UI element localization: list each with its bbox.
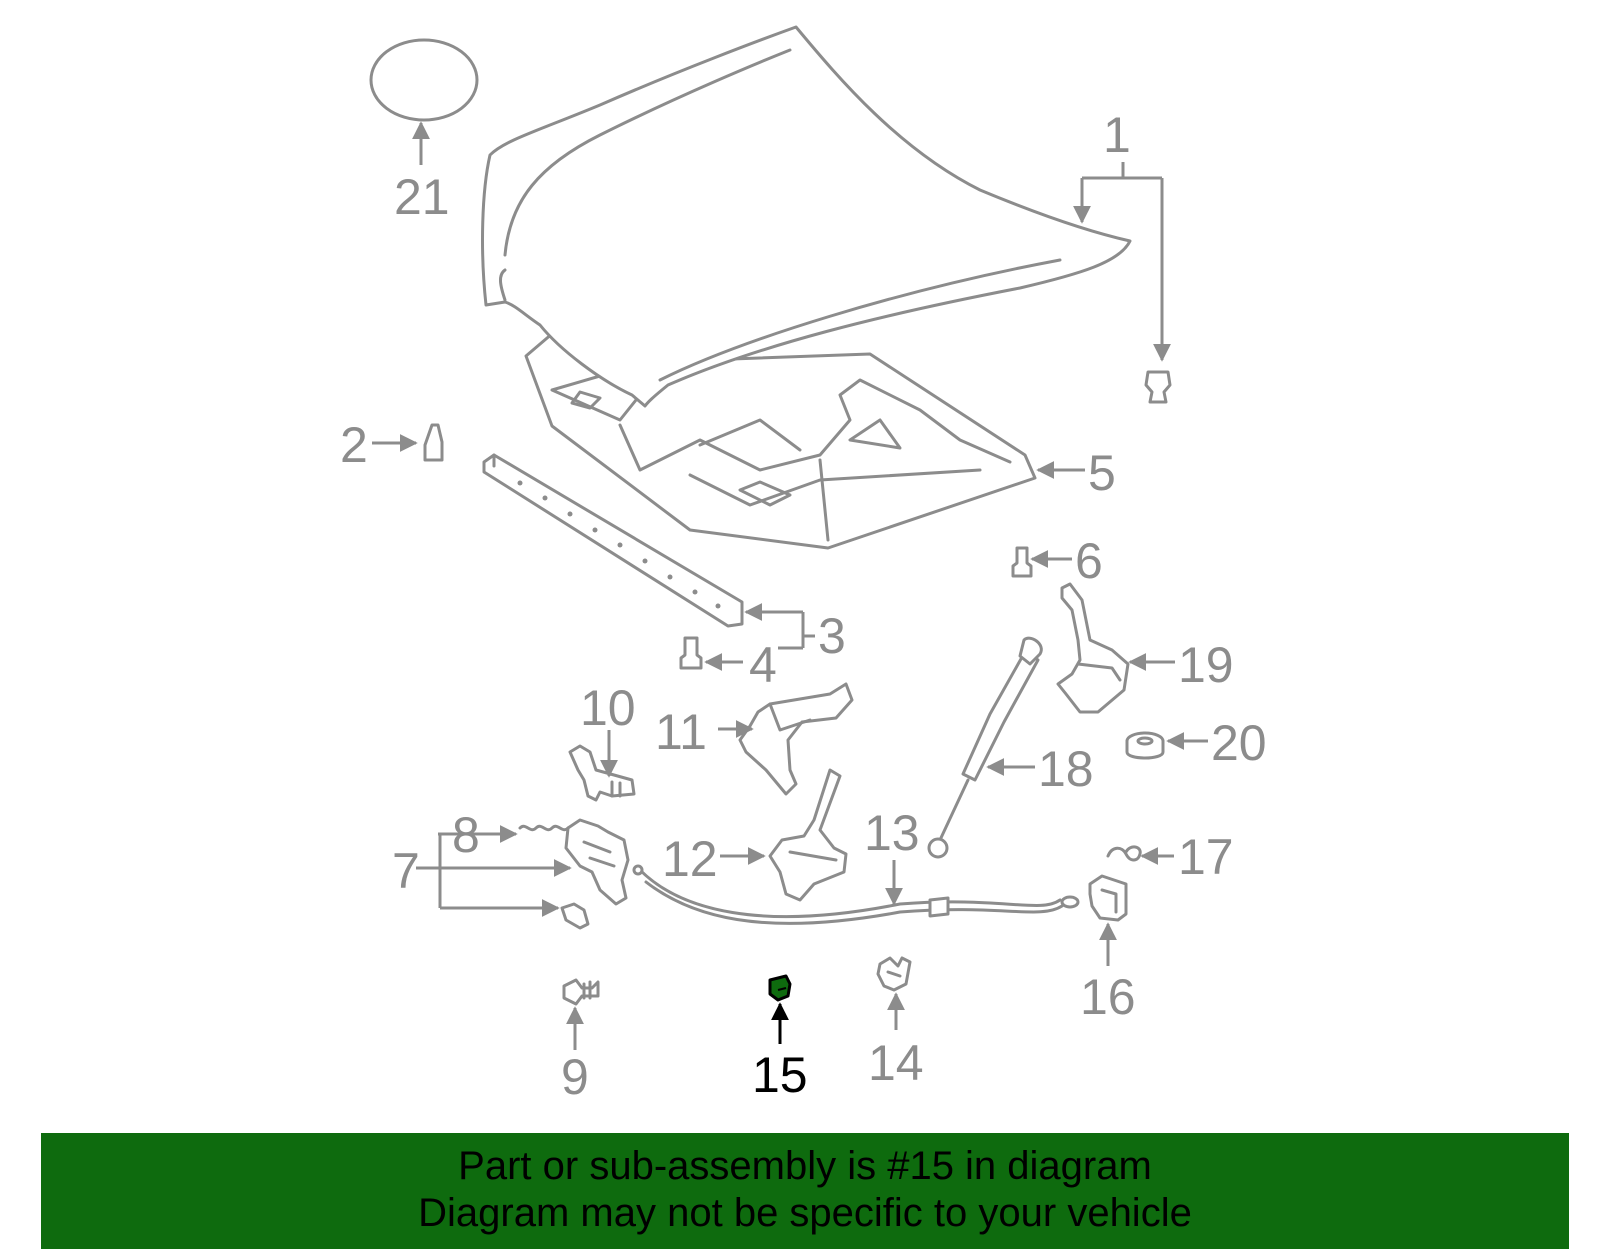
part-3-hood-seal[interactable] — [482, 453, 744, 628]
part-11-latch-support[interactable] — [738, 682, 854, 796]
part-14-clip[interactable] — [876, 956, 912, 992]
callout-10: 10 — [580, 680, 636, 736]
callout-14: 14 — [868, 1035, 924, 1091]
part-6-bolt[interactable] — [1011, 546, 1033, 578]
part-8-spring[interactable] — [518, 824, 570, 832]
part-4-bolt[interactable] — [679, 636, 703, 670]
callout-2: 2 — [340, 417, 368, 473]
parts-diagram: 1 2 3 4 5 6 7 8 9 10 11 12 13 14 15 16 1… — [340, 25, 1267, 1105]
callout-6: 6 — [1075, 533, 1103, 589]
part-7-hood-latch[interactable] — [560, 818, 630, 930]
leader-7 — [416, 834, 442, 908]
callout-8: 8 — [452, 807, 480, 863]
part-13-release-cable[interactable] — [632, 864, 1080, 925]
part-16-release-lever[interactable] — [1088, 874, 1128, 922]
callout-4: 4 — [749, 637, 777, 693]
part-9-bolt[interactable] — [562, 978, 600, 1006]
banner-line-2: Diagram may not be specific to your vehi… — [418, 1191, 1192, 1235]
callout-9: 9 — [561, 1049, 589, 1105]
callout-19: 19 — [1178, 637, 1234, 693]
info-banner: Part or sub-assembly is #15 in diagram D… — [41, 1133, 1569, 1249]
part-1-hood[interactable] — [481, 25, 1132, 408]
callout-1: 1 — [1103, 107, 1131, 163]
part-12-release-handle[interactable] — [768, 768, 848, 902]
callout-20: 20 — [1211, 715, 1267, 771]
leader-3 — [801, 612, 815, 648]
part-18-lift-support[interactable] — [927, 636, 1043, 859]
callout-18: 18 — [1038, 741, 1094, 797]
part-17-clip[interactable] — [1106, 845, 1142, 862]
leader-1 — [1080, 162, 1162, 360]
callout-17: 17 — [1178, 829, 1234, 885]
callout-21: 21 — [394, 169, 450, 225]
part-15-highlighted[interactable] — [768, 974, 792, 1002]
callout-16: 16 — [1080, 969, 1136, 1025]
part-10-release-lever[interactable] — [568, 744, 636, 802]
callout-3: 3 — [818, 608, 846, 664]
part-2-bumper[interactable] — [423, 423, 444, 462]
callout-5: 5 — [1088, 445, 1116, 501]
callout-15: 15 — [752, 1047, 808, 1103]
callout-11: 11 — [655, 704, 707, 760]
callout-13: 13 — [864, 805, 920, 861]
part-19-hinge[interactable] — [1056, 582, 1130, 714]
callout-12: 12 — [662, 831, 718, 887]
part-1-bumper-clip[interactable] — [1144, 370, 1172, 404]
part-20-bumper[interactable] — [1125, 731, 1165, 760]
callout-7: 7 — [392, 843, 420, 899]
banner-line-1: Part or sub-assembly is #15 in diagram — [458, 1144, 1152, 1188]
part-21-emblem[interactable] — [369, 38, 479, 122]
